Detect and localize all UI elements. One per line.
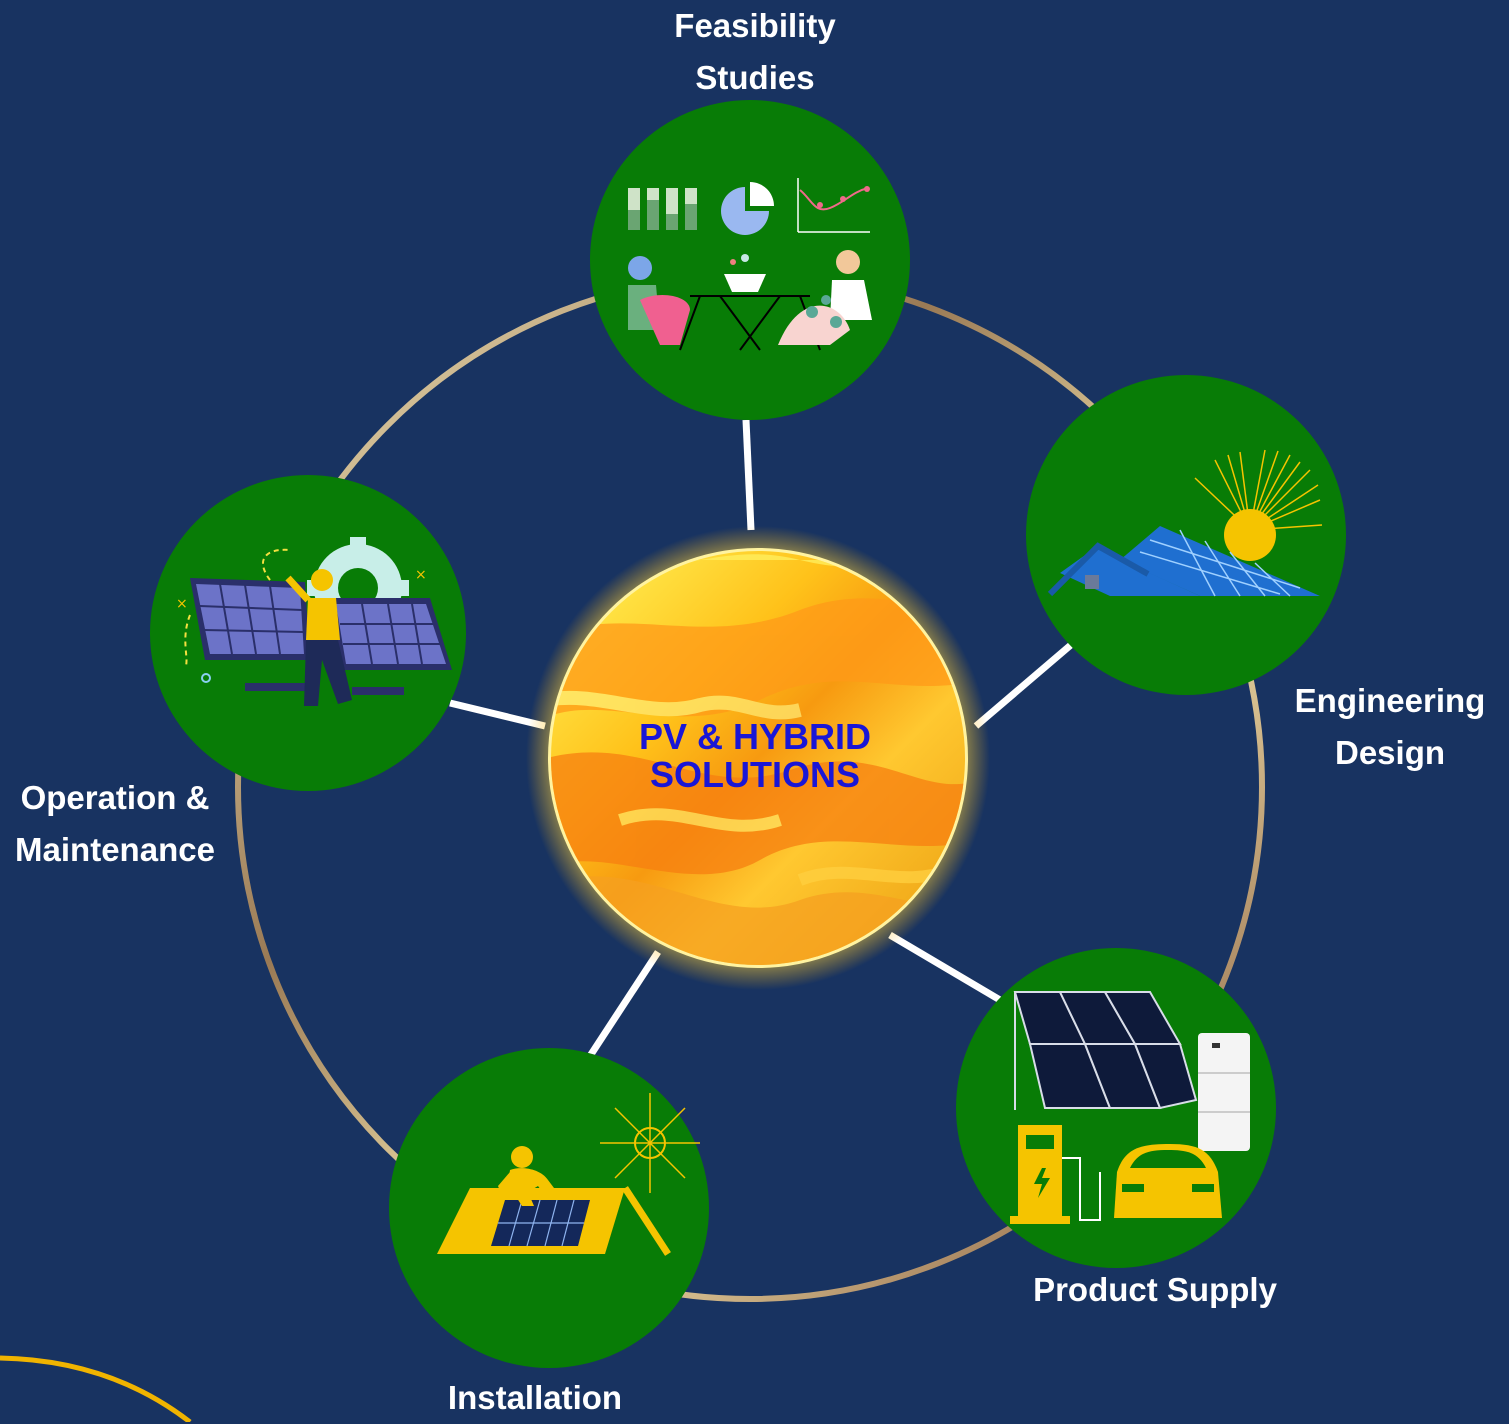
label-feasibility-line2: Studies	[695, 59, 815, 96]
center-title-line1: PV & HYBRID	[638, 716, 872, 757]
label-supply: Product Supply	[1000, 1264, 1310, 1316]
label-installation-line1: Installation	[447, 1379, 623, 1416]
label-operation: Operation & Maintenance	[0, 772, 230, 876]
label-engineering: Engineering Design	[1270, 675, 1509, 779]
maintenance-worker-icon: × ×	[176, 537, 452, 706]
rooftop-solar-icon	[1047, 449, 1323, 597]
label-operation-line2: Maintenance	[15, 831, 215, 868]
spoke-installation	[587, 950, 661, 1058]
label-feasibility-line1: Feasibility	[674, 7, 836, 44]
svg-text:×: ×	[176, 596, 188, 612]
decorative-corner-arc	[0, 1355, 192, 1422]
solar-installer-icon	[437, 1093, 700, 1256]
node-feasibility[interactable]	[590, 100, 910, 420]
spoke-engineering	[973, 641, 1075, 729]
node-supply[interactable]	[956, 948, 1276, 1268]
label-supply-line1: Product Supply	[1033, 1271, 1277, 1308]
feasibility-study-icon	[628, 178, 872, 351]
label-operation-line1: Operation &	[20, 779, 210, 816]
central-sun	[526, 526, 990, 990]
label-engineering-line2: Design	[1334, 734, 1446, 771]
center-title: PV & HYBRID SOLUTIONS	[560, 718, 950, 794]
label-feasibility: Feasibility Studies	[620, 0, 890, 104]
center-title-line2: SOLUTIONS	[649, 754, 860, 795]
label-engineering-line1: Engineering	[1294, 682, 1486, 719]
svg-text:×: ×	[415, 567, 427, 583]
spoke-supply	[888, 931, 1002, 1004]
node-installation[interactable]	[389, 1048, 709, 1368]
solar-battery-ev-icon	[1010, 991, 1250, 1224]
node-operation[interactable]: × ×	[150, 475, 466, 791]
node-engineering[interactable]	[1026, 375, 1346, 695]
spoke-feasibility	[742, 419, 755, 531]
spokes	[449, 419, 1075, 1058]
label-installation: Installation	[400, 1372, 670, 1424]
